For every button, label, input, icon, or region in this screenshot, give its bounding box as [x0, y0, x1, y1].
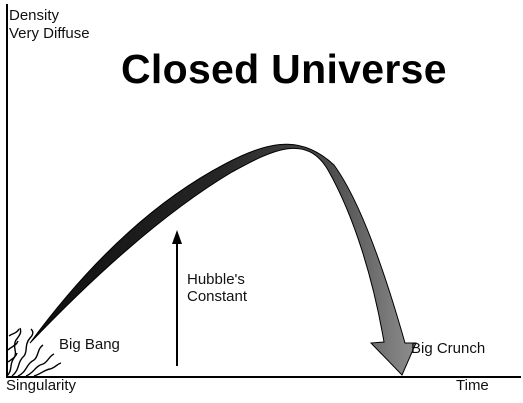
x-axis-label-singularity: Singularity — [6, 377, 77, 394]
x-axis-label-time: Time — [456, 377, 489, 394]
hubble-arrow-head-icon — [172, 230, 182, 244]
hubble-label-line1: Hubble's — [187, 271, 245, 288]
y-axis-label-diffuse: Very Diffuse — [9, 25, 90, 42]
y-axis-label-density: Density — [9, 7, 60, 24]
diagram-title: Closed Universe — [121, 46, 447, 92]
big-bang-burst-icon — [6, 327, 62, 377]
big-crunch-label: Big Crunch — [411, 340, 486, 357]
big-bang-label: Big Bang — [59, 336, 120, 353]
hubble-label-line2: Constant — [187, 288, 248, 305]
expansion-band — [29, 143, 417, 376]
